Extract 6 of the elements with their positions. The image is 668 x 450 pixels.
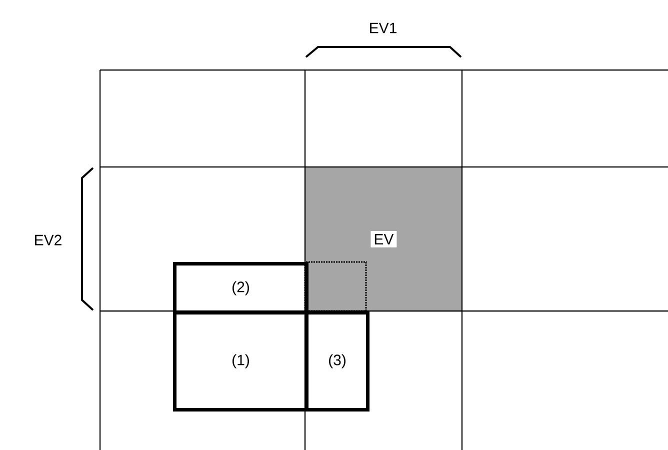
axis-label: EV2	[35, 234, 62, 246]
outlined-box: (1)	[173, 311, 308, 412]
shaded-region: EV	[305, 167, 462, 312]
outlined-box: (3)	[305, 311, 370, 412]
outlined-box: (2)	[173, 262, 308, 314]
axis-label: EV1	[370, 22, 396, 34]
